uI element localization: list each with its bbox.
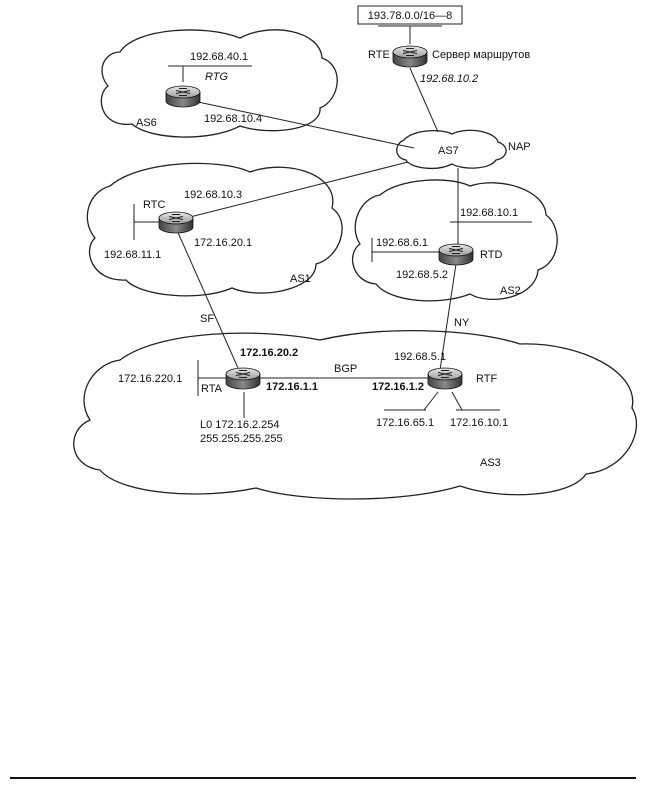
rtc-up-ip: 192.68.10.3 (184, 189, 242, 201)
rta-bgp-ip: 172.16.1.1 (266, 381, 318, 393)
as6-cloud (100, 29, 338, 138)
rtd-net-top: 192.68.10.1 (460, 207, 518, 219)
rtf-net-right: 172.16.10.1 (450, 417, 508, 429)
rta-up-ip: 172.16.20.2 (240, 347, 298, 359)
rtf-up-ip: 192.68.5.1 (394, 351, 446, 363)
rtf-bgp-ip: 172.16.1.2 (372, 381, 424, 393)
rtg-ip: 192.68.10.4 (204, 113, 262, 125)
rtf-net-left-link (423, 391, 439, 411)
rtg-name: RTG (205, 71, 228, 83)
rta-lan: 172.16.220.1 (118, 373, 182, 385)
rta-mask: 255.255.255.255 (200, 433, 283, 445)
ny-label: NY (454, 317, 470, 329)
rtd-ip: 192.68.5.2 (396, 269, 448, 281)
nap-label: NAP (508, 141, 531, 153)
router-rtd-icon (438, 243, 474, 266)
rta-loopback: L0 172.16.2.254 (200, 419, 280, 431)
as6-label: AS6 (136, 117, 157, 129)
rtg-net: 192.68.40.1 (190, 51, 248, 63)
rta-name: RTA (201, 383, 223, 395)
router-rta-icon (225, 367, 261, 390)
prefix-box (357, 5, 463, 25)
as7-cloud (396, 129, 507, 170)
bgp-label: BGP (334, 363, 357, 375)
rte-caption: Сервер маршрутов (432, 49, 530, 61)
link-sf (175, 227, 239, 369)
sf-label: SF (200, 313, 214, 325)
rtf-net-right-link (451, 391, 463, 411)
link-rtc-as7 (189, 161, 409, 218)
router-rte-icon (392, 45, 428, 68)
rtf-name: RTF (476, 373, 497, 385)
router-rtc-icon (158, 211, 194, 234)
as7-label: AS7 (438, 145, 459, 157)
link-rte-as7 (409, 67, 439, 133)
rtc-down-ip: 172.16.20.1 (194, 237, 252, 249)
rtd-name: RTD (480, 249, 502, 261)
rtc-name: RTC (143, 199, 165, 211)
as2-label: AS2 (500, 285, 521, 297)
as2-cloud (351, 179, 558, 302)
prefix-label: 193.78.0.0/16—8 (368, 10, 452, 22)
rtc-lan: 192.68.11.1 (104, 249, 161, 261)
router-rtf-icon (427, 367, 463, 390)
rte-name: RTE (368, 49, 390, 61)
rtf-net-left: 172.16.65.1 (376, 417, 434, 429)
link-ny (439, 263, 457, 371)
rtd-net-left: 192.68.6.1 (376, 237, 428, 249)
as3-label: AS3 (480, 457, 501, 469)
as3-cloud (73, 330, 637, 500)
as1-label: AS1 (290, 273, 311, 285)
as1-cloud (86, 162, 343, 297)
rte-ip: 192.68.10.2 (420, 73, 478, 85)
link-rtg-as7 (197, 101, 415, 149)
router-rtg-icon (165, 85, 201, 108)
